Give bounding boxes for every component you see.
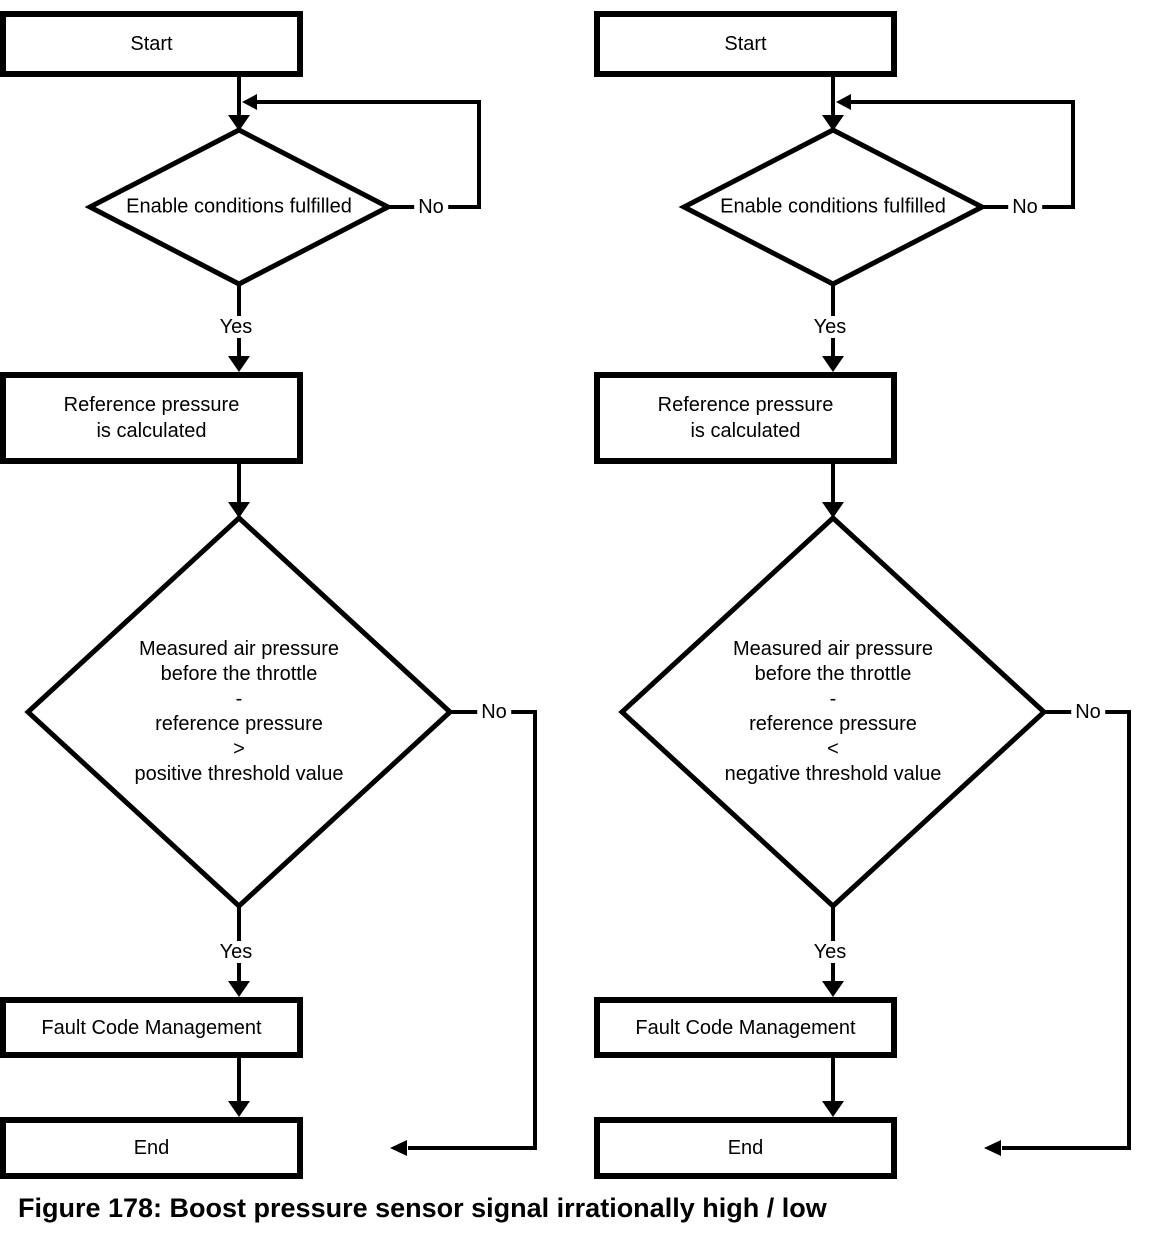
figure-caption: Figure 178: Boost pressure sensor signal… — [18, 1193, 827, 1223]
flowchart-high-shapes — [24, 127, 454, 910]
flowchart-low: Start Enable conditions fulfilled No Yes… — [594, 0, 1152, 1190]
arrowhead-loop-junction — [836, 94, 851, 110]
arrowhead-into-end — [822, 1101, 844, 1117]
arrowhead-into-reference — [228, 356, 250, 372]
threshold-yes-label: Yes — [215, 941, 257, 963]
arrowhead-no-into-end — [984, 1140, 1001, 1156]
enable-decision-label: Enable conditions fulfilled — [720, 195, 946, 218]
arrowhead-into-enable — [228, 115, 250, 131]
arrowhead-into-fault — [822, 981, 844, 997]
enable-no-label: No — [1008, 196, 1042, 218]
flowchart-low-shapes — [618, 127, 1048, 910]
threshold-decision-diamond — [618, 514, 1048, 910]
arrowhead-into-threshold — [228, 502, 250, 518]
arrowhead-into-reference — [822, 356, 844, 372]
arrowhead-into-end — [228, 1101, 250, 1117]
enable-no-label: No — [414, 196, 448, 218]
end-node: End — [594, 1117, 897, 1179]
flowchart-low-arrowheads — [822, 94, 1001, 1156]
fault-code-node: Fault Code Management — [594, 997, 897, 1058]
start-node: Start — [594, 11, 897, 77]
start-node: Start — [0, 11, 303, 77]
threshold-yes-label: Yes — [809, 941, 851, 963]
threshold-no-label: No — [477, 701, 511, 723]
flowchart-high-arrowheads — [228, 94, 407, 1156]
enable-yes-label: Yes — [809, 316, 851, 338]
threshold-decision-diamond — [24, 514, 454, 910]
arrowhead-no-into-end — [390, 1140, 407, 1156]
fault-code-node: Fault Code Management — [0, 997, 303, 1058]
enable-decision-diamond — [678, 127, 988, 287]
arrowhead-loop-junction — [242, 94, 257, 110]
threshold-decision-label: Measured air pressure before the throttl… — [134, 638, 344, 785]
enable-decision-label: Enable conditions fulfilled — [126, 195, 352, 218]
arrowhead-into-fault — [228, 981, 250, 997]
reference-process-node: Reference pressure is calculated — [594, 372, 897, 464]
threshold-decision-label: Measured air pressure before the throttl… — [724, 638, 942, 785]
arrowhead-into-enable — [822, 115, 844, 131]
enable-decision-diamond — [84, 127, 394, 287]
threshold-no-label: No — [1071, 701, 1105, 723]
reference-process-node: Reference pressure is calculated — [0, 372, 303, 464]
end-node: End — [0, 1117, 303, 1179]
flowchart-high: Start Enable conditions fulfilled No Yes… — [0, 0, 576, 1190]
enable-yes-label: Yes — [215, 316, 257, 338]
arrowhead-into-threshold — [822, 502, 844, 518]
